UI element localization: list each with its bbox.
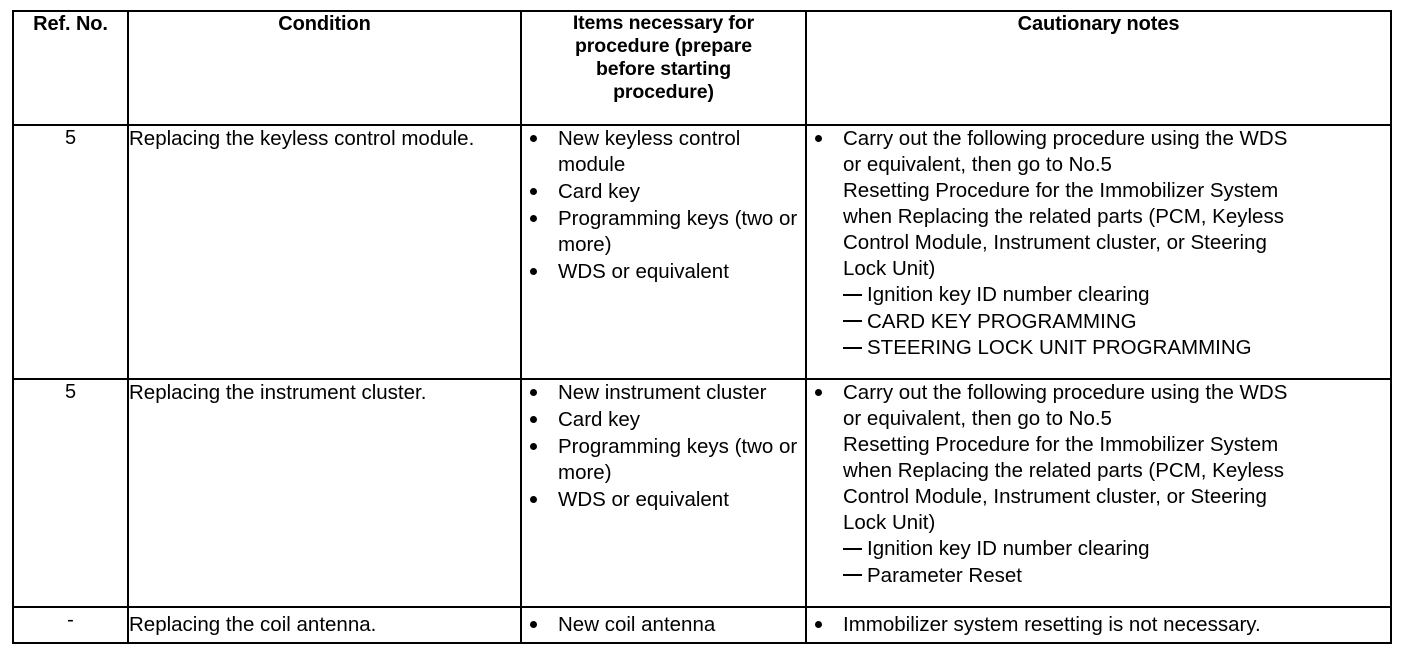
- list-item: Carry out the following procedure using …: [807, 380, 1390, 589]
- bullet-icon: [530, 215, 537, 222]
- list-item-label: New instrument cluster: [558, 381, 767, 404]
- list-item: Carry out the following procedure using …: [807, 126, 1390, 362]
- table-header-row: Ref. No. Condition Items necessary for p…: [12, 10, 1392, 126]
- list-item-label: Card key: [558, 180, 641, 203]
- column-header-condition: Condition: [127, 10, 522, 126]
- note-line: or equivalent, then go to No.5: [843, 153, 1112, 176]
- items-list: New instrument cluster Card key Programm…: [522, 380, 805, 513]
- note-text-block: Carry out the following procedure using …: [843, 126, 1390, 362]
- note-line: when Replacing the related parts (PCM, K…: [843, 459, 1284, 482]
- list-item-label: WDS or equivalent: [558, 488, 729, 511]
- list-item: Card key: [522, 179, 805, 205]
- column-header-items: Items necessary for procedure (prepare b…: [520, 10, 807, 126]
- condition-label: Replacing the coil antenna.: [129, 613, 377, 636]
- cell-cautionary-notes: Carry out the following procedure using …: [805, 378, 1392, 608]
- note-line: Lock Unit): [843, 511, 936, 534]
- column-header-ref-no: Ref. No.: [12, 10, 129, 126]
- note-line: Resetting Procedure for the Immobilizer …: [843, 179, 1279, 202]
- list-item: WDS or equivalent: [522, 259, 805, 285]
- em-dash-icon: [843, 309, 867, 335]
- items-list: New keyless control module Card key Prog…: [522, 126, 805, 285]
- notes-list: Immobilizer system resetting is not nece…: [807, 610, 1390, 640]
- bullet-icon: [530, 268, 537, 275]
- list-item: Card key: [522, 407, 805, 433]
- list-item-label: Card key: [558, 408, 641, 431]
- column-header-items-line-3: before starting: [595, 58, 732, 80]
- note-line: Lock Unit): [843, 257, 936, 280]
- list-item: Programming keys (two or more): [522, 434, 805, 486]
- table-row: - Replacing the coil antenna. New coil a…: [12, 606, 1392, 644]
- note-text-block: Carry out the following procedure using …: [843, 380, 1390, 589]
- immobilizer-reset-table: Ref. No. Condition Items necessary for p…: [12, 10, 1392, 644]
- list-item: Immobilizer system resetting is not nece…: [807, 610, 1390, 640]
- notes-list: Carry out the following procedure using …: [807, 126, 1390, 362]
- cell-items: New keyless control module Card key Prog…: [520, 124, 807, 380]
- list-item-label: New keyless control module: [558, 127, 741, 176]
- bullet-icon: [815, 620, 822, 628]
- dash-item-label: Ignition key ID number clearing: [867, 283, 1150, 306]
- cell-cautionary-notes: Carry out the following procedure using …: [805, 124, 1392, 380]
- bullet-icon: [815, 135, 822, 142]
- dash-item-label: CARD KEY PROGRAMMING: [867, 309, 1137, 333]
- dash-item-label: Ignition key ID number clearing: [867, 537, 1150, 560]
- note-line: when Replacing the related parts (PCM, K…: [843, 205, 1284, 228]
- bullet-icon: [530, 416, 537, 423]
- bullet-icon: [530, 135, 537, 142]
- list-item-label: Programming keys (two or more): [558, 435, 798, 484]
- bullet-icon: [530, 496, 537, 503]
- list-item-label: WDS or equivalent: [558, 260, 729, 283]
- cell-ref-no: 5: [12, 378, 129, 608]
- cell-items: New coil antenna: [520, 606, 807, 644]
- column-header-items-line-2: procedure (prepare: [574, 35, 752, 57]
- note-line: or equivalent, then go to No.5: [843, 407, 1112, 430]
- list-item-label: New coil antenna: [558, 612, 716, 636]
- note-line: Control Module, Instrument cluster, or S…: [843, 231, 1267, 254]
- cell-condition: Replacing the keyless control module.: [127, 124, 522, 380]
- dash-item-label: Parameter Reset: [867, 563, 1022, 587]
- list-item-label: Programming keys (two or more): [558, 207, 798, 256]
- column-header-cautionary-notes: Cautionary notes: [805, 10, 1392, 126]
- bullet-icon: [530, 620, 537, 628]
- list-item: New coil antenna: [522, 610, 805, 640]
- cell-items: New instrument cluster Card key Programm…: [520, 378, 807, 608]
- table-body: 5 Replacing the keyless control module. …: [12, 124, 1392, 644]
- dash-item: Ignition key ID number clearing: [843, 536, 1390, 563]
- note-line: Carry out the following procedure using …: [843, 381, 1288, 404]
- dash-item-label: STEERING LOCK UNIT PROGRAMMING: [867, 336, 1252, 360]
- dash-item: CARD KEY PROGRAMMING: [843, 309, 1390, 336]
- note-line: Carry out the following procedure using …: [843, 127, 1288, 150]
- column-header-items-line-4: procedure): [613, 81, 714, 103]
- em-dash-icon: [843, 336, 867, 362]
- bullet-icon: [530, 188, 537, 195]
- em-dash-icon: [843, 563, 867, 589]
- cell-cautionary-notes: Immobilizer system resetting is not nece…: [805, 606, 1392, 644]
- items-list: New coil antenna: [522, 610, 805, 640]
- note-line: Immobilizer system resetting is not nece…: [843, 612, 1261, 636]
- table-row: 5 Replacing the keyless control module. …: [12, 124, 1392, 380]
- cell-condition: Replacing the instrument cluster.: [127, 378, 522, 608]
- em-dash-icon: [843, 283, 867, 309]
- table-header: Ref. No. Condition Items necessary for p…: [12, 10, 1392, 126]
- em-dash-icon: [843, 537, 867, 563]
- dash-item: Parameter Reset: [843, 563, 1390, 590]
- list-item: New instrument cluster: [522, 380, 805, 406]
- bullet-icon: [815, 389, 822, 396]
- list-item: WDS or equivalent: [522, 487, 805, 513]
- cell-ref-no: 5: [12, 124, 129, 380]
- bullet-icon: [530, 443, 537, 450]
- note-line: Resetting Procedure for the Immobilizer …: [843, 433, 1279, 456]
- table-row: 5 Replacing the instrument cluster. New …: [12, 378, 1392, 608]
- note-line: Control Module, Instrument cluster, or S…: [843, 485, 1267, 508]
- list-item: Programming keys (two or more): [522, 206, 805, 258]
- column-header-items-line-1: Items necessary for: [572, 12, 755, 34]
- dash-item: Ignition key ID number clearing: [843, 282, 1390, 309]
- cell-condition: Replacing the coil antenna.: [127, 606, 522, 644]
- bullet-icon: [530, 389, 537, 396]
- dash-item: STEERING LOCK UNIT PROGRAMMING: [843, 335, 1390, 362]
- list-item: New keyless control module: [522, 126, 805, 178]
- notes-list: Carry out the following procedure using …: [807, 380, 1390, 589]
- cell-ref-no: -: [12, 606, 129, 644]
